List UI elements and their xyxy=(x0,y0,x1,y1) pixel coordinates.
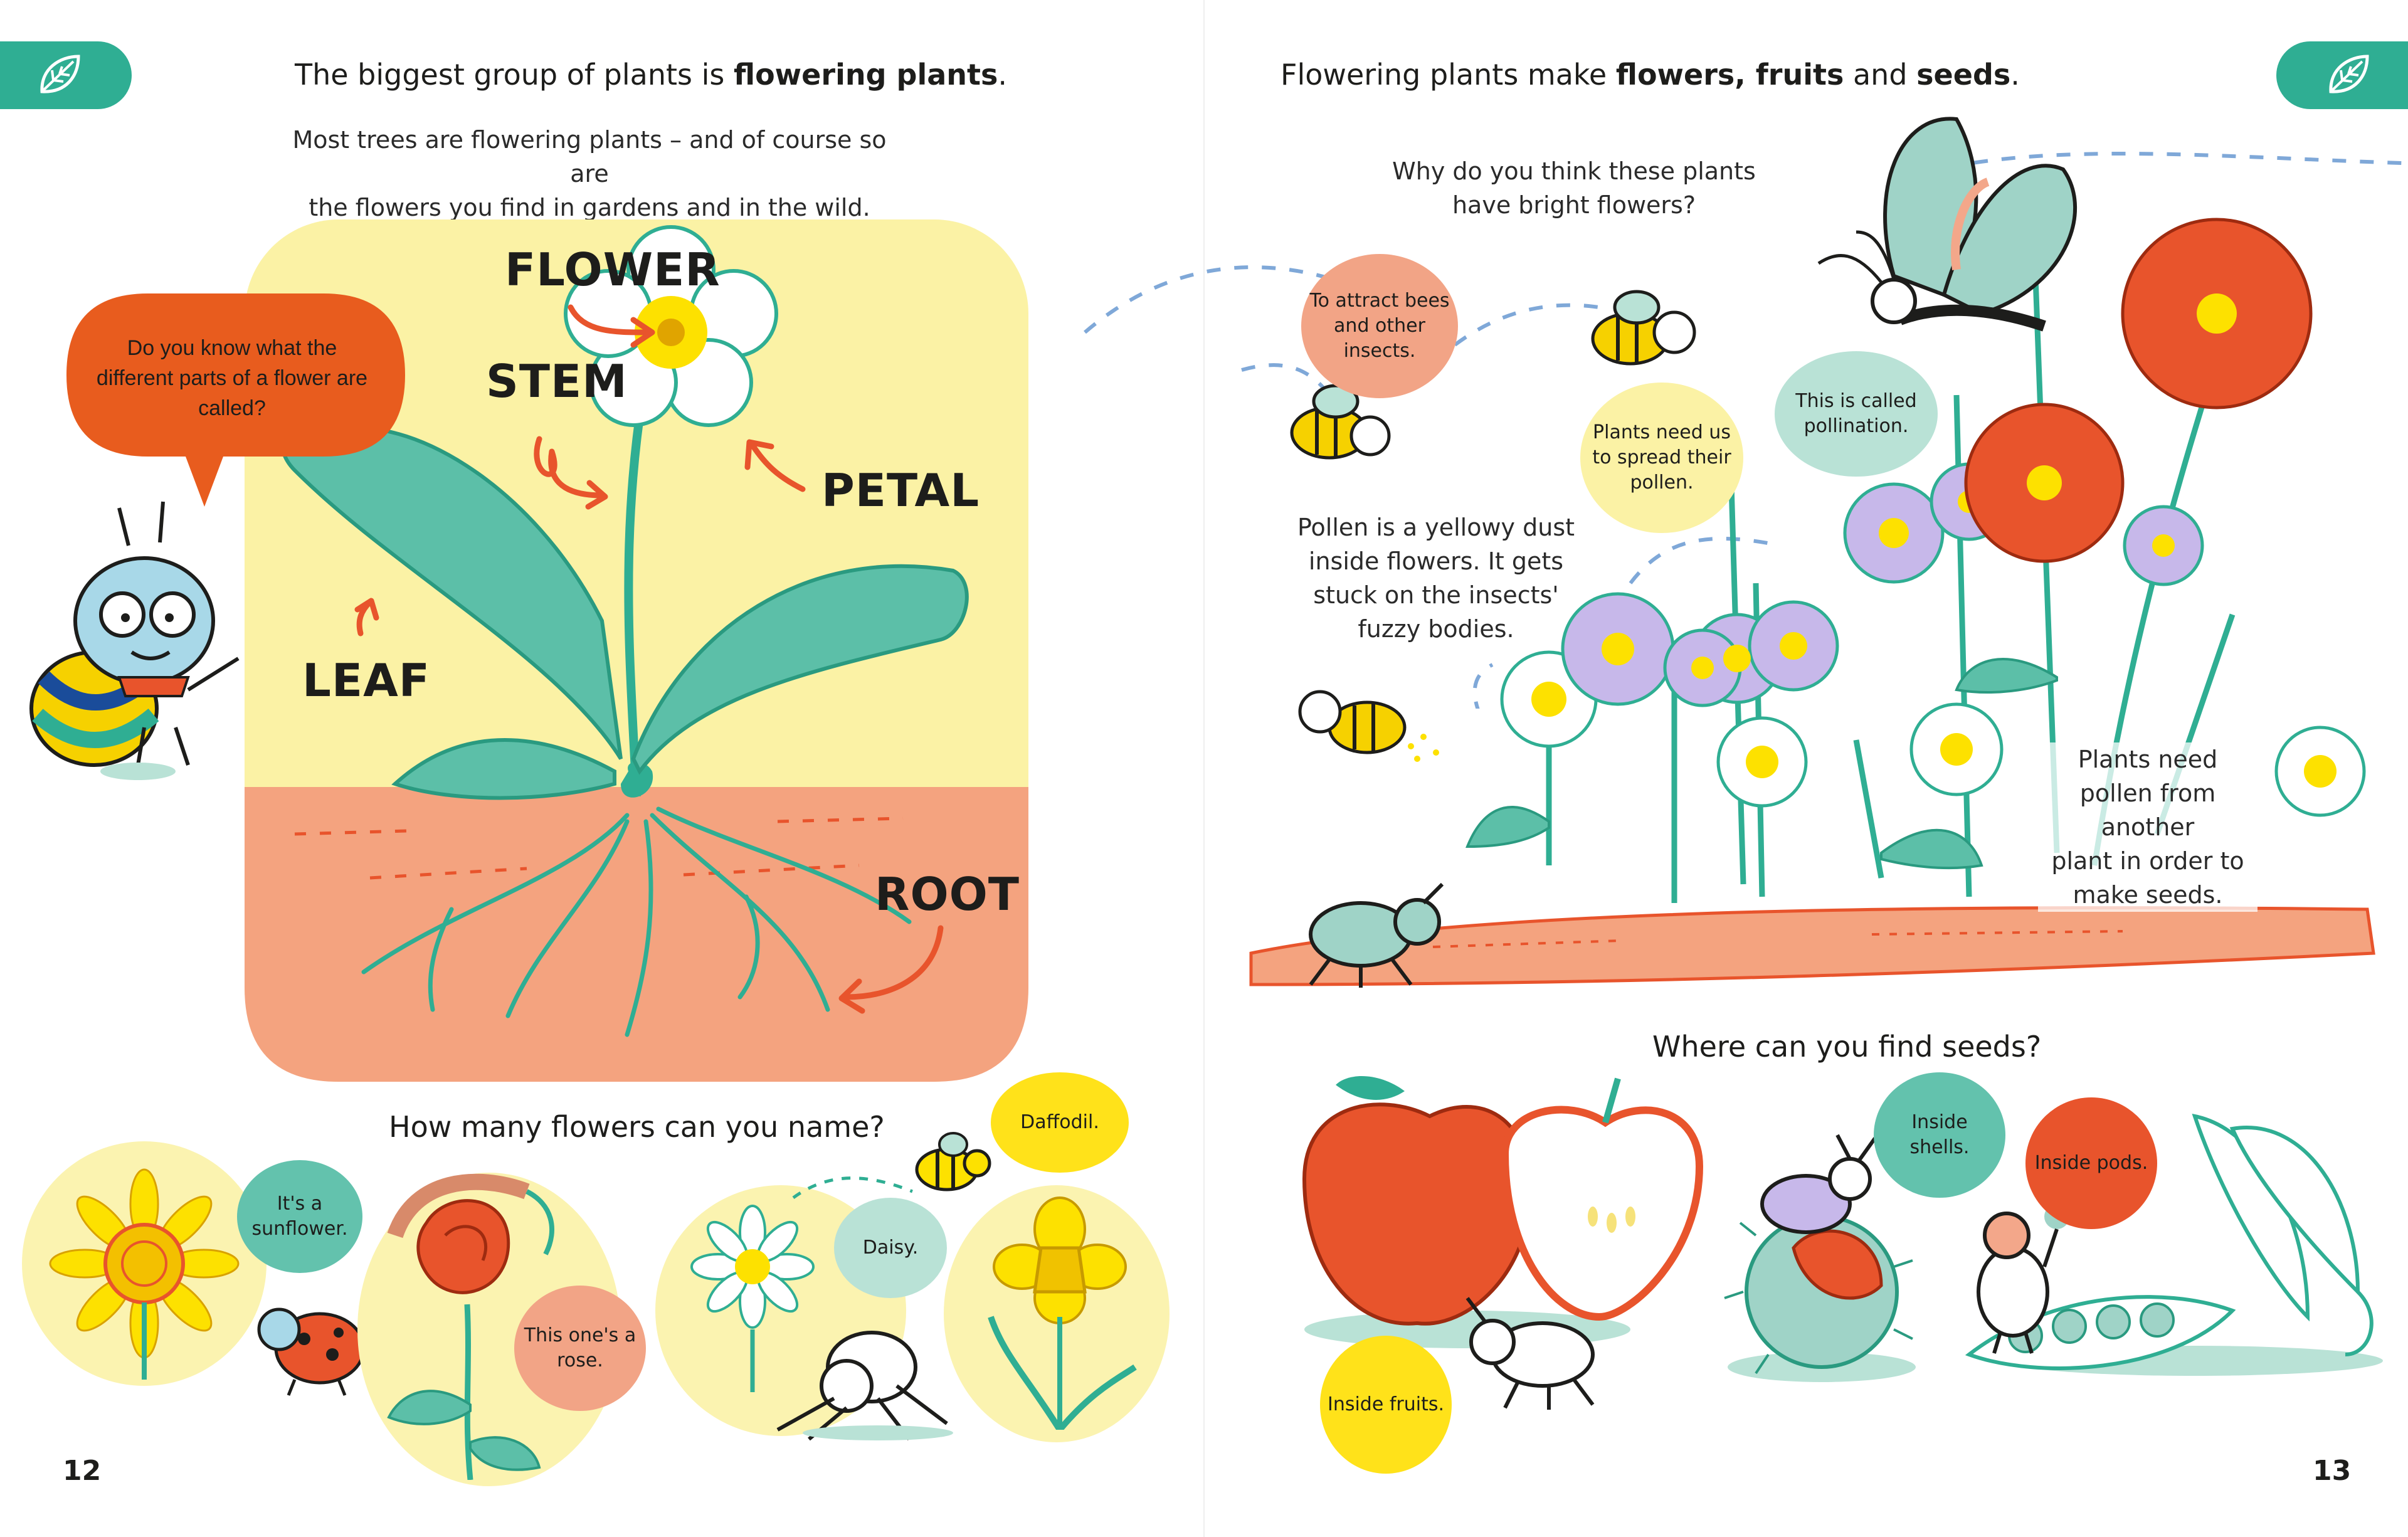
page-gutter xyxy=(1203,0,1205,1537)
page-number-right: 13 xyxy=(2313,1455,2352,1487)
leaf-bottom xyxy=(391,738,616,800)
why-bright-text: Why do you think these plants have brigh… xyxy=(1392,157,1756,219)
diagram-soil xyxy=(245,787,1028,1082)
pollen-text: Pollen is a yellowy dust inside flowers.… xyxy=(1297,514,1575,643)
plant-diagram xyxy=(245,219,1028,1082)
small-bee-icon xyxy=(915,1132,991,1191)
leaf-right xyxy=(631,564,969,775)
daffodil-icon xyxy=(988,1196,1137,1430)
pollination-bubble: This is called pollination. xyxy=(1775,351,1938,477)
question-bubble: Do you know what the different parts of … xyxy=(96,336,368,420)
leaf-icon xyxy=(2329,55,2369,93)
daisy-bubble: Daisy. xyxy=(834,1198,947,1298)
soil-strip xyxy=(1249,906,2375,986)
beetle-ground-icon xyxy=(1309,882,1444,988)
left-intro-text: Most trees are flowering plants – and of… xyxy=(292,126,887,221)
daisy-icon xyxy=(690,1205,815,1392)
leaf-icon xyxy=(40,55,80,93)
leaf-tab-right xyxy=(2276,41,2408,109)
pods-bubble: Inside pods. xyxy=(2025,1097,2157,1229)
pea-pod-icon xyxy=(1965,1114,2383,1376)
flowers-question: How many flowers can you name? xyxy=(389,1110,885,1144)
garden-flowers xyxy=(1465,117,2366,903)
garden-daisy-2 xyxy=(1716,716,1808,808)
label-leaf: LEAF xyxy=(302,654,430,707)
rose-bubble: This one's a rose. xyxy=(514,1286,646,1411)
garden-daisy-4 xyxy=(2274,726,2366,817)
label-petal: PETAL xyxy=(821,464,980,517)
beetle-apple-icon xyxy=(1465,1297,1595,1410)
sunflower-icon xyxy=(49,1168,240,1380)
roots xyxy=(361,806,912,1037)
chestnut-shell-icon xyxy=(1724,1198,1916,1382)
question-bubble-shape xyxy=(66,293,405,507)
right-page-title: Flowering plants make flowers, fruits an… xyxy=(1281,58,2020,92)
diagram-flower xyxy=(564,225,778,427)
bee-flight-dashes xyxy=(792,1176,913,1200)
left-page-title: The biggest group of plants is flowering… xyxy=(295,58,1007,92)
attract-bubble: To attract bees and other insects. xyxy=(1301,254,1458,398)
label-root: ROOT xyxy=(875,868,1020,921)
seeds-question: Where can you find seeds? xyxy=(1652,1030,2042,1064)
daffodil-bubble: Daffodil. xyxy=(991,1072,1129,1173)
bee-pollen-icon xyxy=(1298,690,1439,762)
label-stem: STEM xyxy=(486,355,628,408)
bug-chestnut-icon xyxy=(1760,1134,1877,1234)
spider-icon xyxy=(776,1331,953,1441)
sunflower-bubble: It's a sunflower. xyxy=(237,1160,362,1273)
spread-bubble: Plants need us to spread their pollen. xyxy=(1580,383,1743,533)
shells-bubble: Inside shells. xyxy=(1874,1072,2005,1198)
soil-dashes xyxy=(294,816,904,880)
rose-icon xyxy=(387,1173,554,1480)
plants-need-text: Plants need pollen from another plant in… xyxy=(2038,742,2258,912)
fruits-bubble: Inside fruits. xyxy=(1320,1336,1452,1474)
bee-flying-icon xyxy=(1290,384,1391,460)
diagram-arrows xyxy=(354,304,944,1014)
leaf-tab-left xyxy=(0,41,132,109)
page-number-left: 12 xyxy=(63,1455,102,1487)
bee-top-icon xyxy=(1591,290,1696,366)
garden-daisy-3 xyxy=(1909,702,2004,796)
label-flower: FLOWER xyxy=(505,243,721,296)
ladybird-icon xyxy=(257,1307,366,1396)
bee-character-icon xyxy=(29,501,240,780)
butterfly-icon xyxy=(1817,117,2078,332)
